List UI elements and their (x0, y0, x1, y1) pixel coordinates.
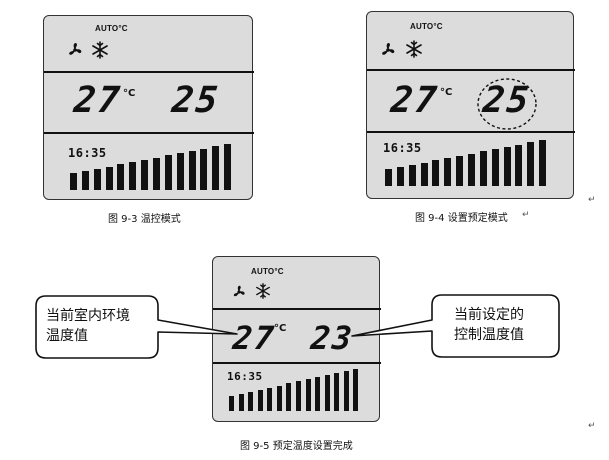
temperature-unit: °C (274, 323, 287, 334)
fan-icon (233, 285, 245, 297)
fan-speed-bar (153, 158, 160, 190)
fan-speed-bar (141, 160, 148, 190)
clock-time: 16:35 (68, 146, 107, 160)
fan-speed-bar (267, 388, 272, 411)
fan-speed-bar (504, 147, 511, 186)
paragraph-mark: ↵ (588, 421, 596, 431)
fan-speed-bar (444, 158, 451, 186)
paragraph-mark: ↵ (522, 210, 530, 220)
fan-speed-bar (212, 146, 219, 190)
fan-speed-bar (468, 154, 475, 186)
auto-mode-label: AUTO°C (251, 267, 284, 276)
lcd-panel-temp-control-mode: AUTO°C 27 °C 25 16:35 (43, 15, 254, 200)
fan-speed-bar (492, 149, 499, 186)
snowflake-icon (406, 40, 422, 58)
fan-speed-bar (189, 151, 196, 190)
auto-mode-label: AUTO°C (95, 24, 128, 33)
fan-speed-bar (177, 153, 184, 190)
fan-speed-bar (70, 173, 77, 190)
fan-speed-bar (315, 377, 320, 411)
lcd-panel-set-preset-mode: AUTO°C 27 °C 25 16:35 (366, 11, 575, 199)
fan-speed-bar (334, 373, 339, 411)
fan-speed-bar (248, 392, 253, 411)
callout-left-line1: 当前室内环境 (46, 308, 130, 324)
set-temperature-highlight-circle (477, 78, 537, 130)
room-temperature: 27 (71, 80, 124, 121)
callout-right-line1: 当前设定的 (454, 307, 524, 323)
fan-speed-bar (480, 151, 487, 186)
fan-speed-bar (229, 396, 234, 411)
figure-caption: 图 9-4 设置预定模式 (415, 213, 508, 224)
temperature-unit: °C (440, 87, 453, 98)
fan-speed-bar (277, 386, 282, 411)
callout-right-line2: 控制温度值 (454, 327, 524, 343)
clock-time: 16:35 (383, 141, 422, 155)
fan-speed-bar (306, 379, 311, 411)
fan-speed-bars (229, 369, 363, 411)
temperature-unit: °C (123, 88, 136, 99)
paragraph-mark: ↵ (588, 195, 596, 205)
fan-speed-bar (527, 142, 534, 186)
fan-speed-bar (385, 169, 392, 186)
fan-speed-bar (344, 371, 349, 411)
fan-speed-bar (117, 164, 124, 190)
fan-speed-bar (82, 171, 89, 190)
fan-icon (382, 42, 395, 55)
room-temperature: 27 (231, 319, 278, 357)
fan-speed-bar (409, 165, 416, 186)
fan-speed-bar (421, 163, 428, 186)
figure-caption: 图 9-3 温控模式 (108, 214, 181, 225)
fan-speed-bar (224, 144, 231, 190)
fan-speed-bar (239, 394, 244, 411)
fan-speed-bar (397, 167, 404, 186)
fan-speed-bar (200, 149, 207, 190)
divider-line (44, 71, 254, 73)
divider-line (213, 308, 381, 310)
set-temperature: 25 (480, 80, 533, 121)
fan-speed-bars (385, 140, 551, 186)
divider-line (44, 132, 254, 134)
fan-speed-bar (432, 160, 439, 186)
divider-line (367, 69, 575, 71)
fan-icon (69, 42, 82, 55)
fan-speed-bar (129, 162, 136, 190)
fan-speed-bar (165, 155, 172, 190)
fan-speed-bar (106, 167, 113, 190)
snowflake-icon (256, 283, 270, 299)
fan-speed-bar (94, 169, 101, 190)
fan-speed-bar (258, 390, 263, 411)
fan-speed-bar (515, 145, 522, 186)
snowflake-icon (92, 41, 108, 59)
fan-speed-bar (296, 381, 301, 411)
fan-speed-bar (353, 369, 358, 411)
auto-mode-label: AUTO°C (410, 22, 443, 31)
figure-caption: 图 9-5 预定温度设置完成 (240, 441, 353, 452)
room-temperature: 27 (388, 80, 441, 121)
fan-speed-bar (325, 375, 330, 411)
divider-line (367, 131, 575, 133)
clock-time: 16:35 (227, 370, 263, 383)
divider-line (213, 362, 381, 364)
fan-speed-bar (286, 383, 291, 411)
fan-speed-bar (456, 156, 463, 186)
fan-speed-bar (539, 140, 546, 186)
callout-left-line2: 温度值 (46, 328, 88, 344)
set-temperature: 25 (169, 80, 222, 121)
lcd-panel-preset-complete: AUTO°C 27 °C 23 16:35 (212, 256, 381, 422)
set-temperature: 23 (309, 319, 356, 357)
fan-speed-bars (70, 144, 236, 190)
